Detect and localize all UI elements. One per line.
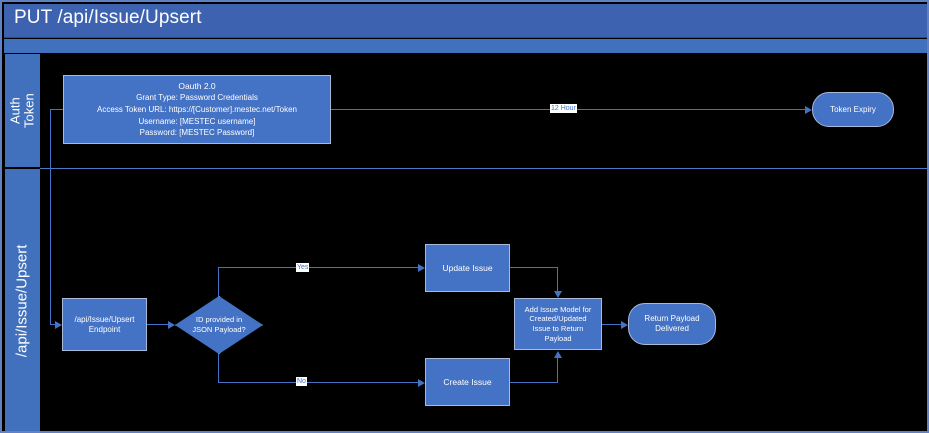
create-issue-label: Create Issue — [443, 376, 492, 387]
endpoint-line-2: Endpoint — [88, 324, 121, 334]
connector-no-to-create — [218, 382, 418, 383]
merge-line-3: Issue to Return — [532, 324, 584, 333]
auth-label-line2: Token — [21, 93, 37, 128]
arrowhead-update-issue — [418, 264, 425, 272]
create-issue-node: Create Issue — [425, 358, 510, 406]
connector-merge-to-return — [602, 324, 621, 325]
header-accent-strip — [4, 39, 927, 53]
merge-line-1: Add Issue Model for — [524, 304, 592, 314]
connector-decision-down-no — [218, 353, 219, 382]
oauth-config-box: Oauth 2.0 Grant Type: Password Credentia… — [63, 75, 331, 144]
connector-oauth-left-stub — [50, 109, 63, 110]
decision-line-1: ID provided in — [195, 315, 243, 325]
return-payload-line-2: Delivered — [655, 324, 689, 333]
merge-line-4: Payload — [544, 333, 572, 343]
oauth-line-1: Oauth 2.0 — [178, 81, 216, 92]
oauth-line-5: Password: [MESTEC Password] — [139, 128, 255, 138]
decision-line-2: JSON Payload? — [192, 325, 246, 334]
update-issue-node: Update Issue — [425, 244, 510, 292]
return-payload-delivered-node: Return Payload Delivered — [628, 303, 716, 345]
arrowhead-endpoint — [55, 321, 62, 329]
connector-yes-to-update — [218, 267, 418, 268]
token-expiry-label: Token Expiry — [830, 104, 876, 114]
diagram-title-bar: PUT /api/Issue/Upsert — [4, 4, 927, 38]
update-issue-label: Update Issue — [442, 262, 493, 273]
arrowhead-decision — [168, 321, 175, 329]
connector-endpoint-to-decision — [147, 324, 168, 325]
return-payload-line-1: Return Payload — [644, 314, 700, 323]
edge-label-no: No — [296, 377, 307, 386]
decision-text: ID provided in JSON Payload? — [175, 296, 263, 354]
connector-create-to-merge-v — [557, 357, 558, 382]
swimlane-divider — [40, 168, 927, 169]
swimlane-label-api-text: /api/Issue/Upsert — [13, 244, 31, 357]
connector-decision-up-yes — [218, 267, 219, 297]
swimlane-label-api-issue-upsert: /api/Issue/Upsert — [5, 169, 40, 431]
connector-update-to-merge-h — [510, 267, 558, 268]
arrowhead-token-expiry — [805, 106, 812, 114]
add-issue-model-node: Add Issue Model for Created/Updated Issu… — [514, 298, 602, 350]
connector-update-to-merge-v — [557, 267, 558, 292]
oauth-line-2: Grant Type: Password Credentials — [136, 93, 258, 103]
connector-create-to-merge-h — [510, 382, 558, 383]
endpoint-node: /api/Issue/Upsert Endpoint — [62, 298, 147, 351]
token-expiry-node: Token Expiry — [812, 92, 894, 127]
arrowhead-return-payload — [621, 321, 628, 329]
arrowhead-merge-top — [554, 291, 562, 298]
edge-label-12-hour: 12 Hour — [550, 104, 577, 113]
endpoint-line-1: /api/Issue/Upsert — [74, 314, 135, 324]
arrowhead-merge-bottom — [554, 351, 562, 358]
connector-oauth-down-to-api-lane — [50, 109, 51, 324]
oauth-line-3: Access Token URL: https://[Customer].mes… — [97, 105, 297, 115]
page-title: PUT /api/Issue/Upsert — [14, 7, 202, 28]
merge-line-2: Created/Updated — [529, 314, 587, 324]
arrowhead-create-issue — [418, 379, 425, 387]
oauth-line-4: Username: [MESTEC username] — [138, 116, 256, 126]
connector-into-endpoint — [50, 324, 55, 325]
decision-node-id-provided: ID provided in JSON Payload? — [175, 296, 263, 354]
edge-label-yes: Yes — [296, 263, 310, 272]
